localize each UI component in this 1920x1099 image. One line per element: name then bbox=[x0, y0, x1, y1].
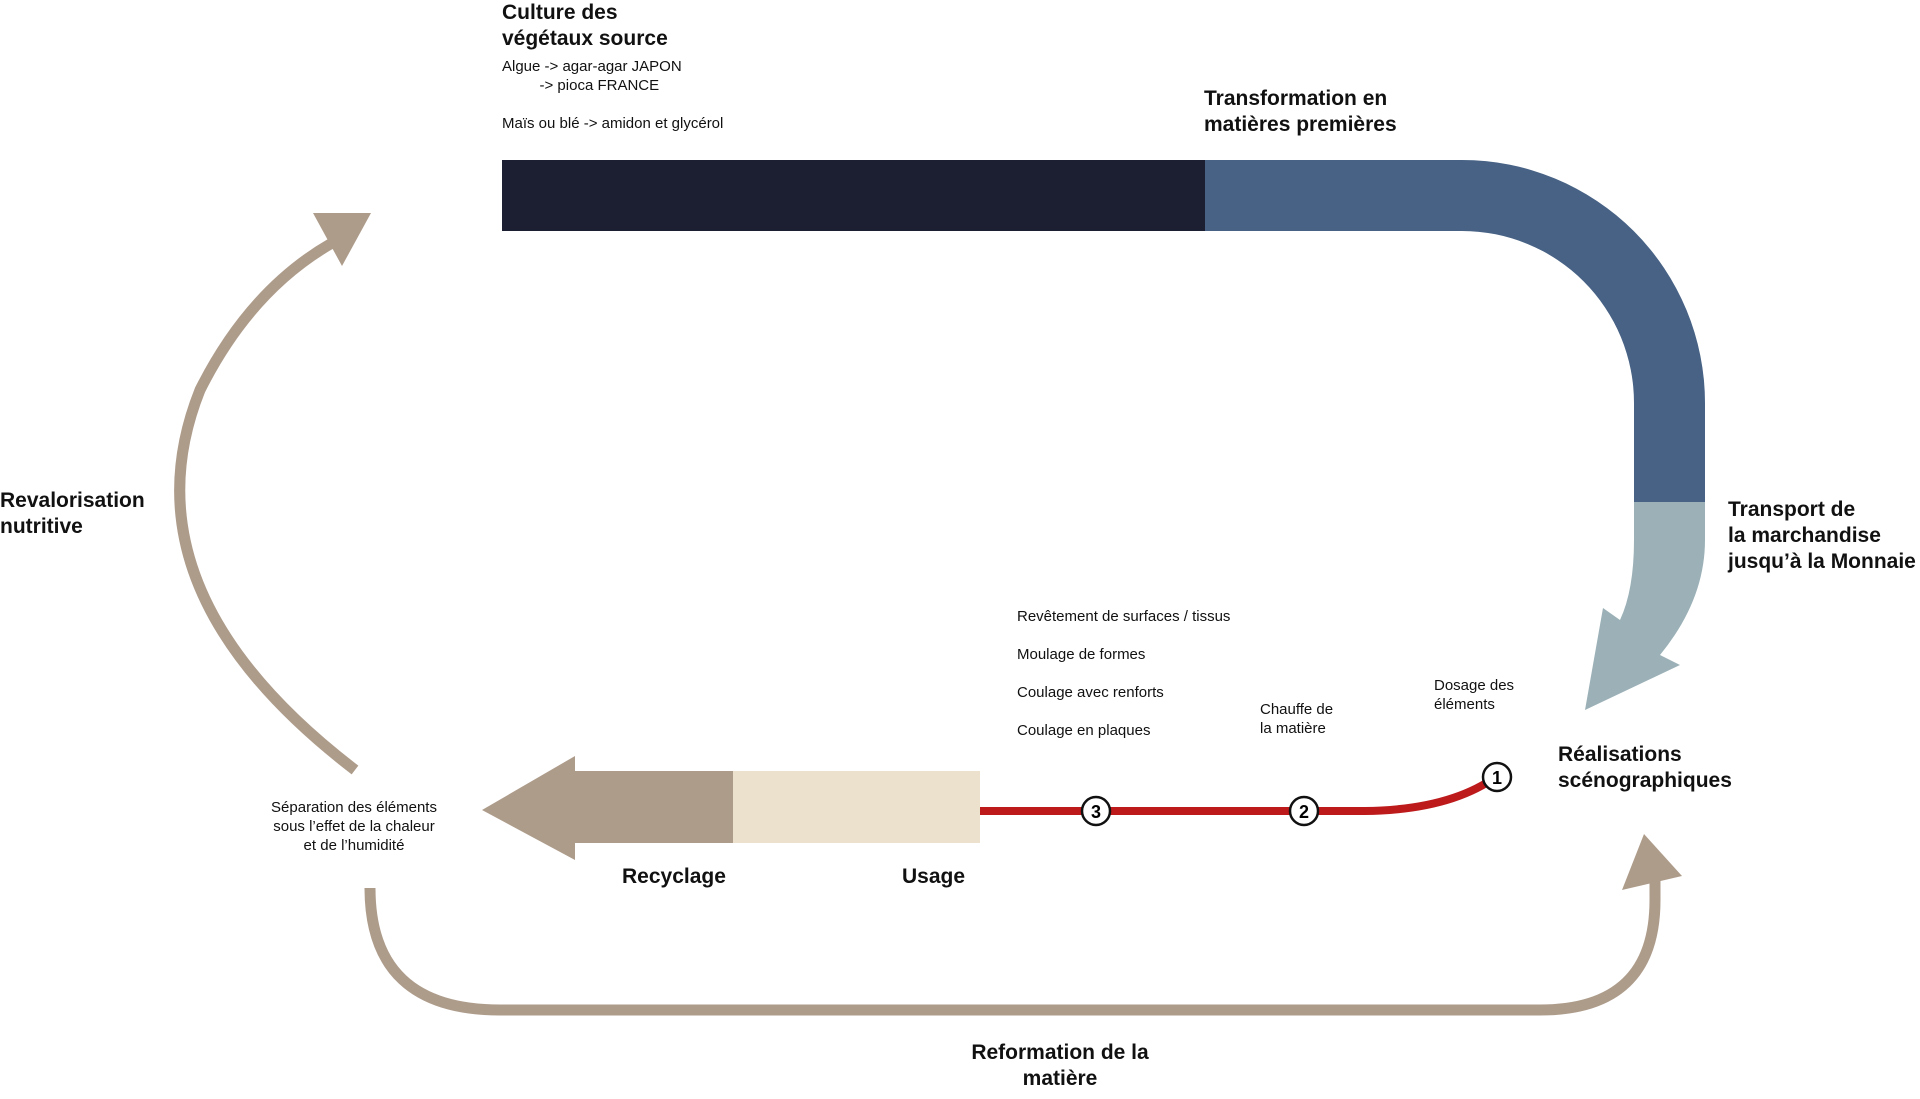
transformation-label: Transformation en matières premières bbox=[1204, 87, 1397, 136]
step-marker-3-number: 3 bbox=[1091, 802, 1101, 822]
step-marker-2: 2 bbox=[1288, 795, 1320, 827]
recyclage-arrow bbox=[482, 756, 733, 860]
revalorisation-label: Revalorisation nutritive bbox=[0, 489, 145, 538]
step-marker-1: 1 bbox=[1481, 761, 1513, 793]
reformation-arc bbox=[364, 872, 1661, 1016]
separation-label: Séparation des éléments sous l’effet de … bbox=[271, 799, 437, 854]
culture-bar bbox=[502, 160, 1205, 231]
step-3-label: Revêtement de surfaces / tissus Moulage … bbox=[1017, 608, 1231, 739]
step-2-label: Chauffe de la matière bbox=[1260, 701, 1334, 737]
step-marker-3: 3 bbox=[1080, 795, 1112, 827]
step-marker-1-circle bbox=[1481, 761, 1513, 793]
usage-label: Usage bbox=[902, 865, 966, 888]
transformation-arc bbox=[1205, 160, 1705, 502]
culture-details: Algue -> agar-agar JAPON -> pioca FRANCE… bbox=[502, 58, 724, 132]
reformation-arrowhead bbox=[1622, 834, 1682, 890]
reformation-label: Reformation de la matière bbox=[971, 1041, 1149, 1090]
step-marker-2-number: 2 bbox=[1299, 802, 1309, 822]
realisations-label: Réalisations scénographiques bbox=[1558, 743, 1732, 792]
usage-block bbox=[733, 771, 980, 843]
recyclage-label: Recyclage bbox=[622, 865, 726, 888]
culture-title: Culture des végétaux source bbox=[502, 1, 668, 50]
step-marker-2-circle bbox=[1288, 795, 1320, 827]
transport-label: Transport de la marchandise jusqu’à la M… bbox=[1728, 498, 1916, 573]
process-line bbox=[980, 772, 1500, 815]
step-marker-1-number: 1 bbox=[1492, 768, 1502, 788]
step-marker-3-circle bbox=[1080, 795, 1112, 827]
revalorisation-arc bbox=[174, 238, 359, 775]
revalorisation-arrowhead bbox=[313, 213, 371, 266]
step-1-label: Dosage des éléments bbox=[1434, 677, 1515, 713]
transport-arrow bbox=[1585, 502, 1705, 710]
